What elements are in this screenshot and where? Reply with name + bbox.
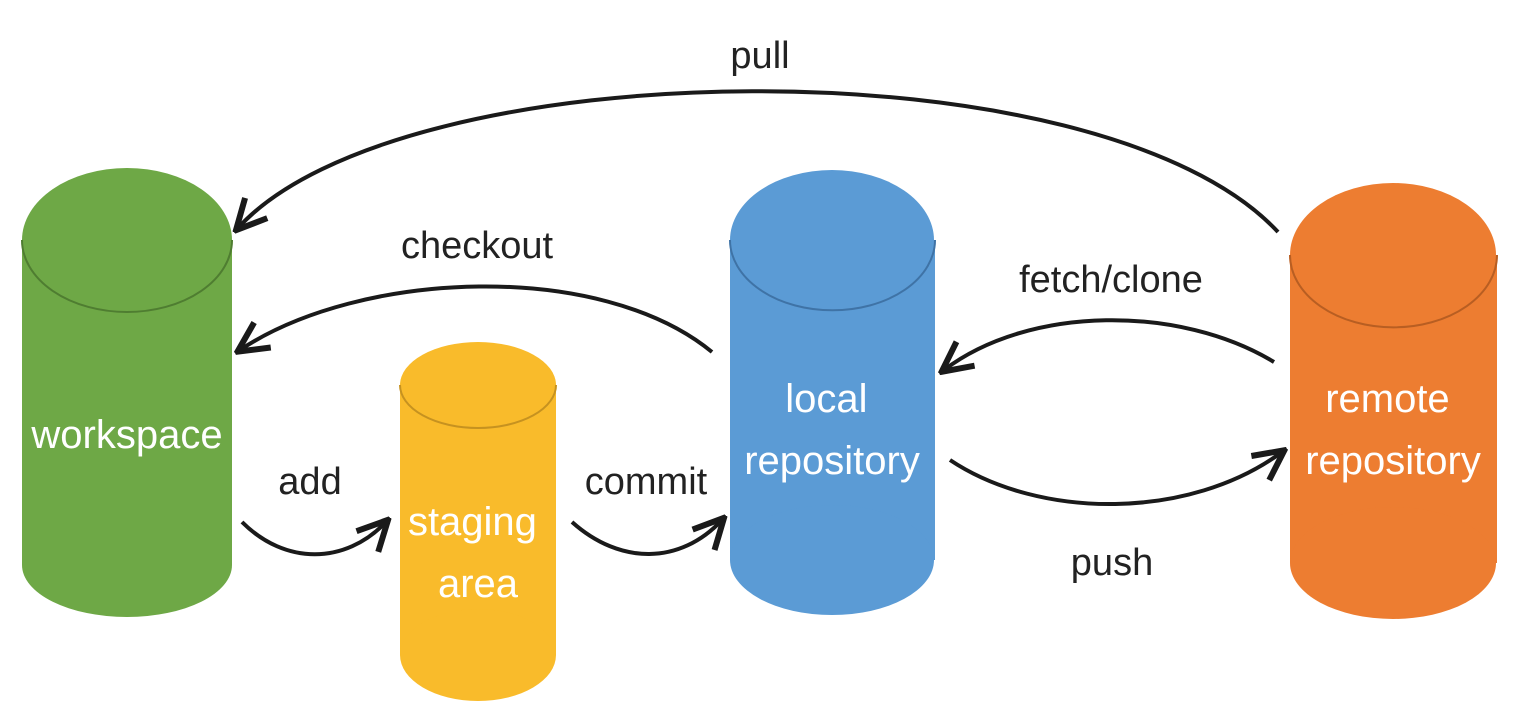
- cylinder-rim: [729, 239, 936, 312]
- pull-arrow: pull: [238, 35, 1280, 232]
- push-arrow: push: [948, 452, 1282, 584]
- commit-label: commit: [585, 461, 708, 503]
- cylinder-bottom: [400, 609, 556, 701]
- cylinder-rim: [399, 384, 557, 429]
- cylinder-bottom: [22, 513, 232, 617]
- workspace-cylinder: workspace: [21, 168, 233, 617]
- remote-label-line-1: remote: [1325, 377, 1450, 421]
- remote-label: remote repository: [1305, 377, 1481, 483]
- remote-repository-cylinder: remote repository: [1289, 183, 1498, 619]
- staging-label-line-1: staging: [408, 500, 537, 544]
- fetch-clone-label: fetch/clone: [1019, 259, 1203, 301]
- fetch-clone-arrow: fetch/clone: [944, 259, 1276, 370]
- pull-arrow-line: [238, 89, 1280, 232]
- checkout-arrow: checkout: [240, 225, 714, 352]
- push-arrow-line: [948, 452, 1282, 506]
- pull-label: pull: [730, 35, 789, 77]
- cylinder-rim: [21, 239, 233, 313]
- local-repository-cylinder: local repository: [729, 170, 936, 615]
- cylinder-bottom: [730, 505, 934, 615]
- cylinder-rim: [1289, 254, 1498, 329]
- push-label: push: [1071, 542, 1153, 584]
- local-label: local repository: [744, 377, 920, 483]
- workspace-label: workspace: [30, 413, 222, 457]
- add-arrow: add: [240, 461, 386, 557]
- add-label: add: [278, 461, 341, 503]
- commit-arrow: commit: [570, 461, 722, 556]
- cylinder-top: [400, 342, 556, 428]
- staging-area-cylinder: staging area: [399, 342, 557, 701]
- cylinder-top: [1290, 183, 1496, 327]
- fetch-clone-arrow-line: [944, 318, 1276, 370]
- cylinder-top: [22, 168, 232, 312]
- local-label-line-2: repository: [744, 439, 920, 483]
- cylinder-top: [730, 170, 934, 310]
- remote-label-line-2: repository: [1305, 439, 1481, 483]
- local-label-line-1: local: [785, 377, 867, 421]
- checkout-arrow-line: [240, 284, 714, 352]
- checkout-label: checkout: [401, 225, 554, 267]
- staging-label-line-2: area: [438, 562, 519, 606]
- add-arrow-line: [240, 522, 386, 557]
- cylinder-bottom: [1290, 507, 1496, 619]
- commit-arrow-line: [570, 520, 722, 556]
- workspace-label-line-1: workspace: [30, 413, 222, 457]
- staging-label: staging area: [408, 500, 548, 606]
